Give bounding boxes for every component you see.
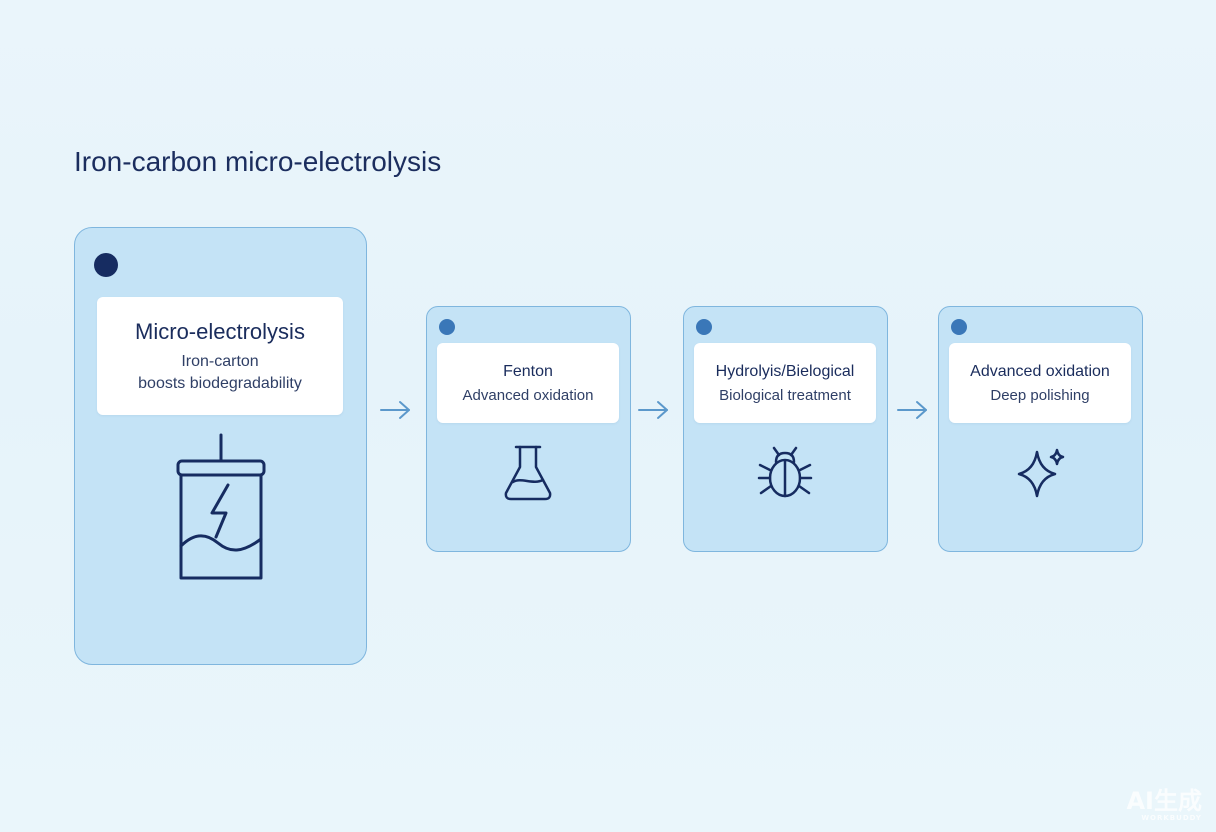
arrow-right-icon [380,401,410,419]
stage-marker-dot [94,253,118,277]
stage-marker-dot [439,319,455,335]
watermark-logo: AI生成 WORKBUDDY [1126,789,1202,822]
flask-icon [504,445,552,501]
stage-advanced-oxidation: Advanced oxidation Deep polishing [938,306,1143,552]
stage-marker-dot [696,319,712,335]
stage-description-line: Iron-carton [181,353,259,370]
sparkle-icon [1017,448,1065,498]
stage-fenton: Fenton Advanced oxidation [426,306,631,552]
stage-micro-electrolysis: Micro-electrolysis Iron-carton boosts bi… [74,227,367,665]
stage-description-line: Advanced oxidation [462,387,594,404]
stage-title: Advanced oxidation [970,363,1110,380]
stage-label-card: Advanced oxidation Deep polishing [949,343,1131,423]
watermark-sub-text: WORKBUDDY [1141,814,1202,822]
stage-label-card: Hydrolyis/Bielogical Biological treatmen… [694,343,876,423]
arrow-right-icon [638,401,668,419]
diagram-title: Iron-carbon micro-electrolysis [74,146,442,177]
battery-lightning-icon [176,433,266,580]
arrow-right-icon [897,401,927,419]
stage-label-card: Fenton Advanced oxidation [437,343,619,423]
bug-icon [757,446,813,498]
stage-description-line: boosts biodegradability [138,375,302,392]
stage-title: Fenton [503,363,553,380]
stage-marker-dot [951,319,967,335]
stage-description-line: Biological treatment [719,387,851,404]
stage-description-line: Deep polishing [990,387,1090,404]
stage-title: Micro-electrolysis [135,319,305,344]
stage-biological: Hydrolyis/Bielogical Biological treatmen… [683,306,888,552]
watermark-main-text: AI生成 [1126,787,1202,815]
stage-title: Hydrolyis/Bielogical [715,363,855,380]
stage-label-card: Micro-electrolysis Iron-carton boosts bi… [97,297,343,415]
